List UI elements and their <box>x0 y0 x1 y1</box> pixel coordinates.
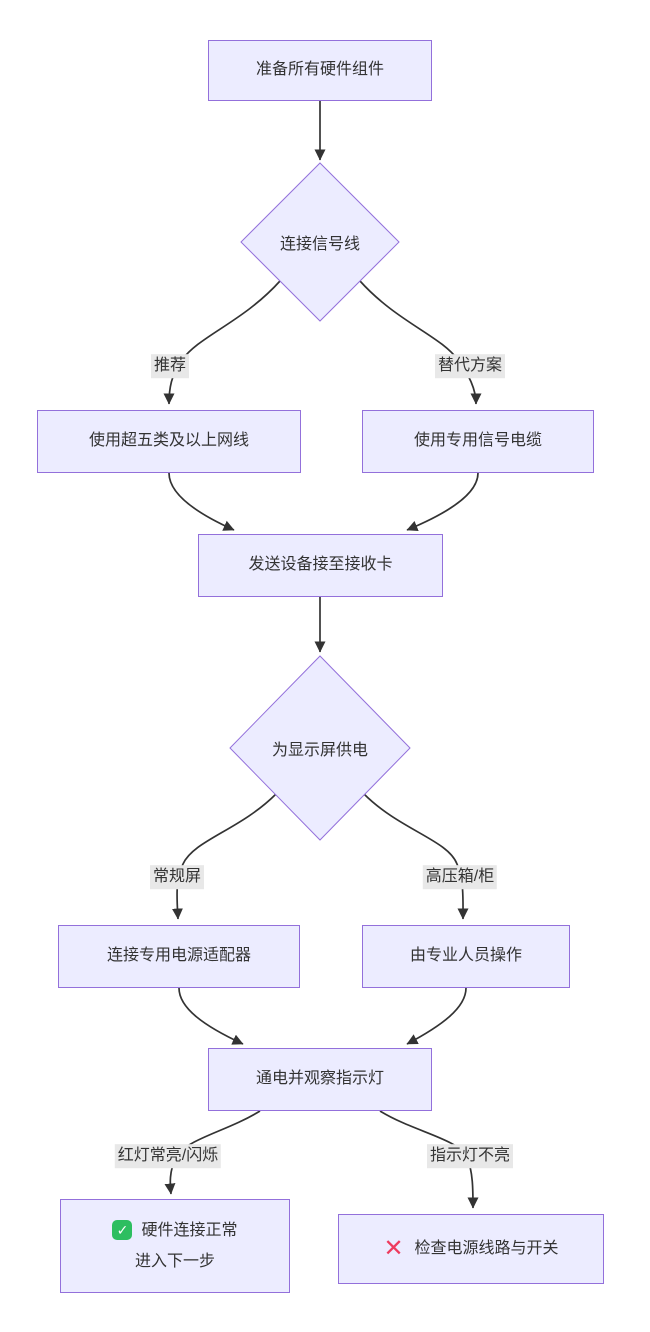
node-hardware-ok: ✓ 硬件连接正常 进入下一步 <box>60 1199 290 1293</box>
cross-icon: ✕ <box>383 1235 404 1262</box>
edge-professional-to-observe <box>406 987 467 1045</box>
edge-label-indicator-off: 指示灯不亮 <box>426 1144 514 1168</box>
node-connect-power-adapter: 连接专用电源适配器 <box>58 925 300 988</box>
edge-power-to-professional <box>363 793 469 920</box>
node-use-cat5e: 使用超五类及以上网线 <box>37 410 301 473</box>
edge-connect-to-cat5e <box>163 280 281 405</box>
diamond-power-display <box>229 655 411 841</box>
check-power-lines-text: 检查电源线路与开关 <box>414 1239 559 1257</box>
hardware-ok-text2: 进入下一步 <box>134 1253 215 1270</box>
edge-label-regular-screen: 常规屏 <box>149 865 205 889</box>
edge-label-red-light: 红灯常亮/闪烁 <box>114 1144 222 1168</box>
node-prepare-hardware: 准备所有硬件组件 <box>208 40 432 101</box>
edge-label-hv-cabinet: 高压箱/柜 <box>422 865 498 889</box>
edge-dedicated-to-receiver <box>406 472 479 532</box>
edge-cat5e-to-receiver <box>168 472 235 531</box>
check-icon: ✓ <box>112 1220 133 1241</box>
node-sender-to-receiver: 发送设备接至接收卡 <box>198 534 443 597</box>
node-connect-signal-label: 连接信号线 <box>279 236 360 253</box>
edge-adapter-to-observe <box>178 987 244 1045</box>
edge-label-alternative: 替代方案 <box>434 354 506 378</box>
edge-label-recommended: 推荐 <box>150 354 190 378</box>
node-power-on-observe: 通电并观察指示灯 <box>208 1048 432 1111</box>
hardware-ok-line2: 进入下一步 <box>135 1246 215 1277</box>
edge-power-to-adapter <box>171 793 277 920</box>
node-professional-operation: 由专业人员操作 <box>362 925 570 988</box>
node-check-power-lines: ✕ 检查电源线路与开关 <box>338 1214 604 1284</box>
diamond-connect-signal <box>240 162 400 322</box>
node-power-display-label: 为显示屏供电 <box>271 742 368 759</box>
hardware-ok-line1: ✓ 硬件连接正常 <box>112 1215 238 1246</box>
edge-connect-to-dedicated <box>359 280 482 405</box>
node-use-dedicated-cable: 使用专用信号电缆 <box>362 410 594 473</box>
hardware-ok-text1: 硬件连接正常 <box>141 1221 238 1239</box>
